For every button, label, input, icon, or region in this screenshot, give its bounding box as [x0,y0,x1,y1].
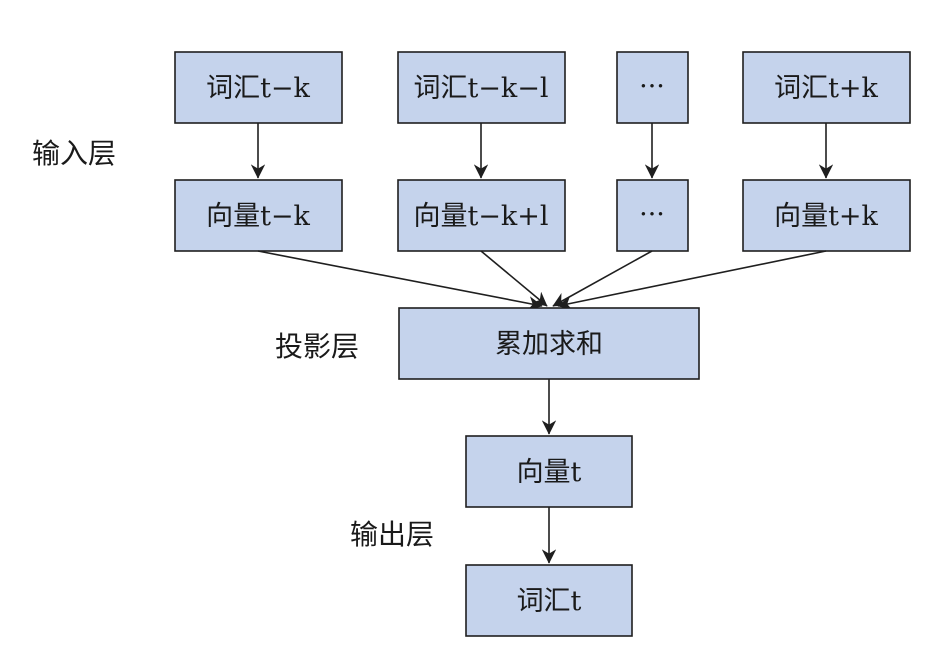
projection-layer-label: 投影层 [275,330,359,363]
vec-node-t-minus-k-label: 向量t−k [206,201,310,232]
vec-node-ellipsis-label: ··· [639,199,665,230]
sum-node-label: 累加求和 [495,329,603,360]
sum-node: 累加求和 [398,307,700,380]
arrow-vec-to-sum-2 [480,250,548,307]
input-layer-label: 输入层 [32,137,116,170]
arrow-vec-to-sum-3 [552,250,653,307]
vec-node-t-minus-k: 向量t−k [174,179,343,252]
arrow-vec-to-sum-4 [557,250,827,311]
output-layer-label: 输出层 [350,518,434,551]
word-node-t-minus-k-label: 词汇t−k [206,73,310,104]
word-node-t-plus-k: 词汇t+k [742,51,911,124]
vec-node-t-label: 向量t [517,457,582,488]
vec-node-t-plus-k: 向量t+k [742,179,911,252]
word-node-ellipsis: ··· [616,51,689,124]
word-node-t-minus-k-minus-l-label: 词汇t−k−l [413,73,548,104]
vec-node-t-plus-k-label: 向量t+k [774,201,878,232]
word-node-t-plus-k-label: 词汇t+k [774,73,878,104]
vec-node-t: 向量t [465,435,633,508]
vec-node-t-minus-k-plus-l-label: 向量t−k+l [413,201,548,232]
vec-node-ellipsis: ··· [616,179,689,252]
arrow-vec-to-sum-1 [257,250,543,311]
word-node-t-minus-k-minus-l: 词汇t−k−l [397,51,566,124]
word-node-t-label: 词汇t [517,586,582,617]
word-node-ellipsis-label: ··· [639,71,665,102]
word-node-t-minus-k: 词汇t−k [174,51,343,124]
vec-node-t-minus-k-plus-l: 向量t−k+l [397,179,566,252]
word-node-t: 词汇t [465,564,633,637]
